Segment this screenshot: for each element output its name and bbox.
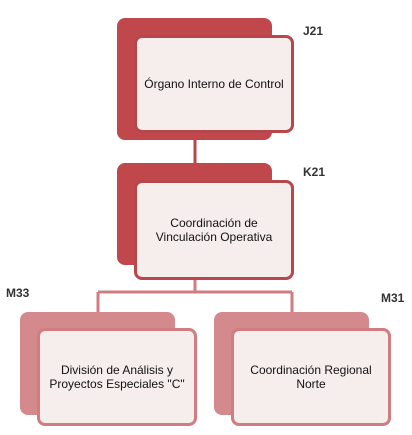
node-card: Órgano Interno de Control [134, 35, 294, 133]
node-card: Coordinación Regional Norte [231, 328, 391, 426]
node-card: División de Análisis y Proyectos Especia… [37, 328, 197, 426]
node-code: M33 [6, 286, 30, 300]
node-label: Coordinación de Vinculación Operativa [155, 216, 273, 244]
node-label: Coordinación Regional Norte [250, 363, 372, 391]
node-code: K21 [303, 165, 326, 179]
node-code: J21 [303, 24, 324, 38]
node-label: División de Análisis y Proyectos Especia… [49, 363, 185, 391]
node-code: M31 [381, 291, 405, 305]
node-label: Órgano Interno de Control [144, 77, 284, 91]
node-card: Coordinación de Vinculación Operativa [134, 180, 294, 280]
